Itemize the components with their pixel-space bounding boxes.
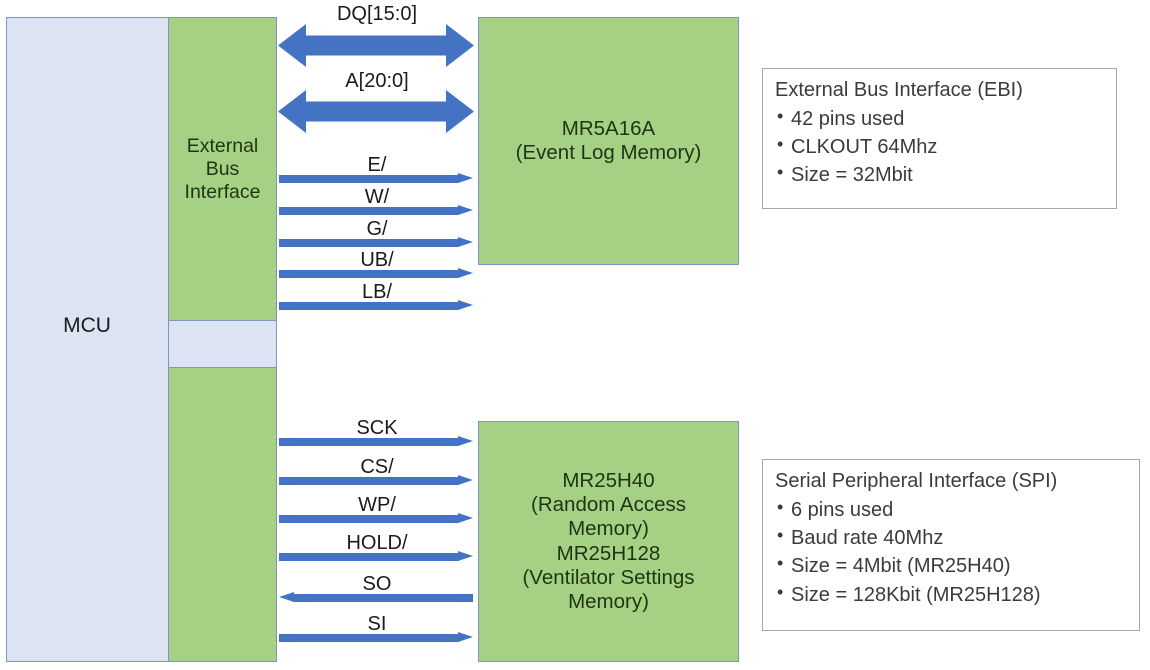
signal-label-e: E/ bbox=[367, 154, 387, 176]
note-spi-bullet: Size = 4Mbit (MR25H40) bbox=[775, 551, 1127, 580]
signal-label-dq: DQ[15:0] bbox=[336, 3, 418, 25]
note-ebi-bullet: CLKOUT 64Mhz bbox=[775, 132, 1104, 161]
signal-arrow-so bbox=[279, 592, 473, 603]
signal-label-si: SI bbox=[367, 613, 387, 635]
signal-label-ub: UB/ bbox=[360, 249, 394, 271]
signal-arrow-ub bbox=[279, 268, 473, 279]
signal-label-a: A[20:0] bbox=[345, 70, 409, 92]
signal-arrow-cs bbox=[279, 475, 473, 486]
signal-label-wp: WP/ bbox=[358, 494, 396, 516]
signal-label-cs: CS/ bbox=[360, 456, 394, 478]
external-bus-interface-label: External Bus Interface bbox=[184, 134, 261, 203]
note-spi-title: Serial Peripheral Interface (SPI) bbox=[775, 470, 1058, 492]
note-spi-bullet: 6 pins used bbox=[775, 495, 1127, 524]
signal-arrow-w bbox=[279, 205, 473, 216]
note-ebi-title: External Bus Interface (EBI) bbox=[775, 79, 1023, 101]
note-ebi-bullets: 42 pins used CLKOUT 64Mhz Size = 32Mbit bbox=[775, 104, 1104, 190]
mcu-midsection bbox=[168, 320, 277, 367]
note-ebi: External Bus Interface (EBI) 42 pins use… bbox=[762, 68, 1117, 209]
mcu-external-bus-interface-block: External Bus Interface bbox=[168, 17, 277, 321]
signal-label-hold: HOLD/ bbox=[346, 532, 408, 554]
memory-block-mr25h: MR25H40 (Random Access Memory) MR25H128 … bbox=[478, 421, 739, 662]
signal-arrow-lb bbox=[279, 300, 473, 311]
signal-label-so: SO bbox=[362, 573, 392, 595]
mcu-spi-interface-block bbox=[168, 367, 277, 662]
memory-block-mr5a16a-label: MR5A16A (Event Log Memory) bbox=[515, 116, 702, 164]
note-spi-bullet: Baud rate 40Mhz bbox=[775, 523, 1127, 552]
signal-arrow-g bbox=[279, 237, 473, 248]
signal-arrow-dq bbox=[278, 24, 474, 67]
signal-arrow-e bbox=[279, 173, 473, 184]
memory-block-mr5a16a: MR5A16A (Event Log Memory) bbox=[478, 17, 739, 265]
memory-block-mr25h-label: MR25H40 (Random Access Memory) MR25H128 … bbox=[522, 468, 695, 613]
signal-arrow-a bbox=[278, 90, 474, 133]
signal-arrow-wp bbox=[279, 513, 473, 524]
signal-label-g: G/ bbox=[366, 218, 388, 240]
note-ebi-bullet: Size = 32Mbit bbox=[775, 160, 1104, 189]
note-spi: Serial Peripheral Interface (SPI) 6 pins… bbox=[762, 459, 1140, 631]
note-spi-bullet: Size = 128Kbit (MR25H128) bbox=[775, 580, 1127, 609]
signal-arrow-hold bbox=[279, 551, 473, 562]
signal-arrow-si bbox=[279, 632, 473, 643]
mcu-label: MCU bbox=[63, 314, 111, 337]
signal-arrow-sck bbox=[279, 436, 473, 447]
signal-label-lb: LB/ bbox=[361, 281, 393, 303]
mcu-block bbox=[6, 17, 172, 662]
signal-label-sck: SCK bbox=[356, 417, 398, 439]
note-spi-bullets: 6 pins used Baud rate 40Mhz Size = 4Mbit… bbox=[775, 495, 1127, 610]
note-ebi-bullet: 42 pins used bbox=[775, 104, 1104, 133]
signal-label-w: W/ bbox=[364, 186, 390, 208]
